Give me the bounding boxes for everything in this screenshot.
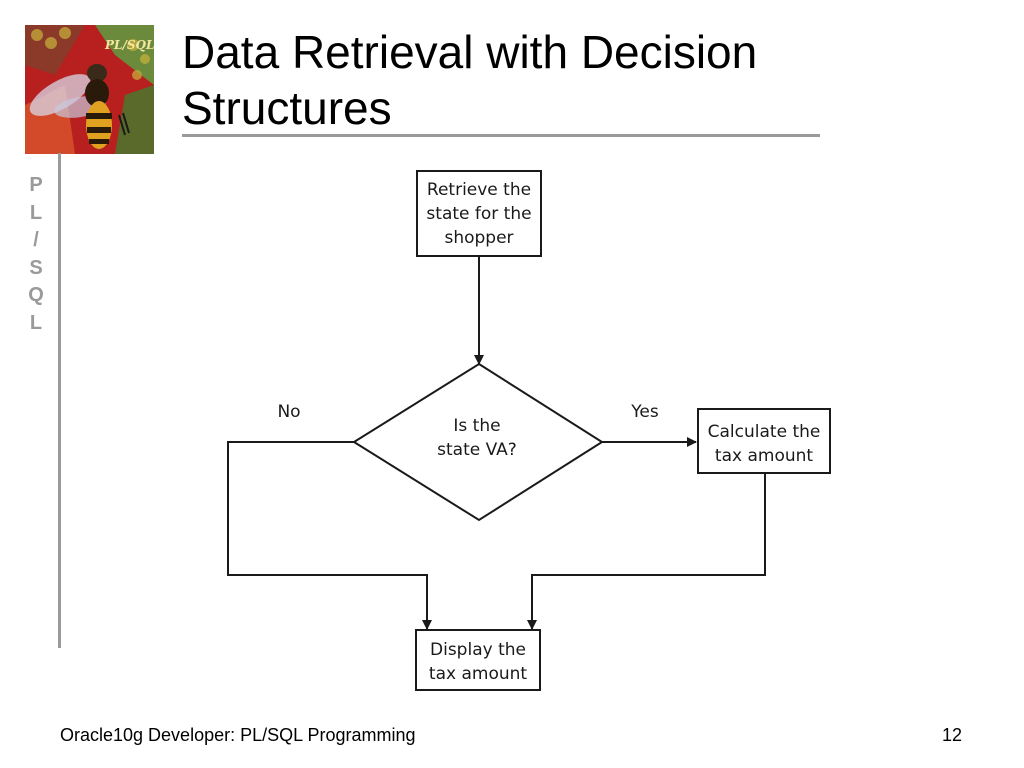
yes-label: Yes <box>630 402 659 422</box>
side-divider <box>58 153 61 648</box>
arrow-calc-to-display <box>527 473 766 630</box>
side-letter: Q <box>28 284 44 306</box>
retrieve-box-line-2: state for the <box>426 204 531 224</box>
title-line-1: Data Retrieval with Decision <box>182 26 758 78</box>
side-letter: P <box>29 174 43 196</box>
retrieve-box-line-3: shopper <box>444 228 513 248</box>
slide-title: Data Retrieval with Decision Structures <box>182 24 822 136</box>
no-label: No <box>277 402 300 422</box>
plsql-bee-logo: PL/SQL <box>25 25 154 154</box>
calculate-box-line-2: tax amount <box>715 446 813 466</box>
side-letter: / <box>33 229 39 251</box>
side-letter: L <box>29 201 43 224</box>
title-line-2: Structures <box>182 82 392 134</box>
calculate-box-line-1: Calculate the <box>708 422 821 442</box>
decision-line-1: Is the <box>453 416 500 436</box>
footer-page-number: 12 <box>941 725 962 745</box>
side-letter: S <box>29 256 43 279</box>
retrieve-state-box <box>416 170 542 257</box>
logo-text: PL/SQL <box>104 38 154 52</box>
side-label-plsql: P L / S Q L <box>27 172 45 337</box>
display-box-line-1: Display the <box>430 640 526 660</box>
side-letter: L <box>29 311 43 334</box>
calculate-tax-box <box>697 408 831 474</box>
display-box-line-2: tax amount <box>429 664 527 684</box>
decision-line-2: state VA? <box>437 440 517 460</box>
footer-course-title: Oracle10g Developer: PL/SQL Programming <box>60 725 416 745</box>
arrow-no-to-display <box>227 441 432 630</box>
decision-diamond <box>352 362 604 522</box>
retrieve-box-line-1: Retrieve the <box>427 180 531 200</box>
display-tax-box <box>415 629 541 691</box>
title-divider <box>182 134 820 137</box>
